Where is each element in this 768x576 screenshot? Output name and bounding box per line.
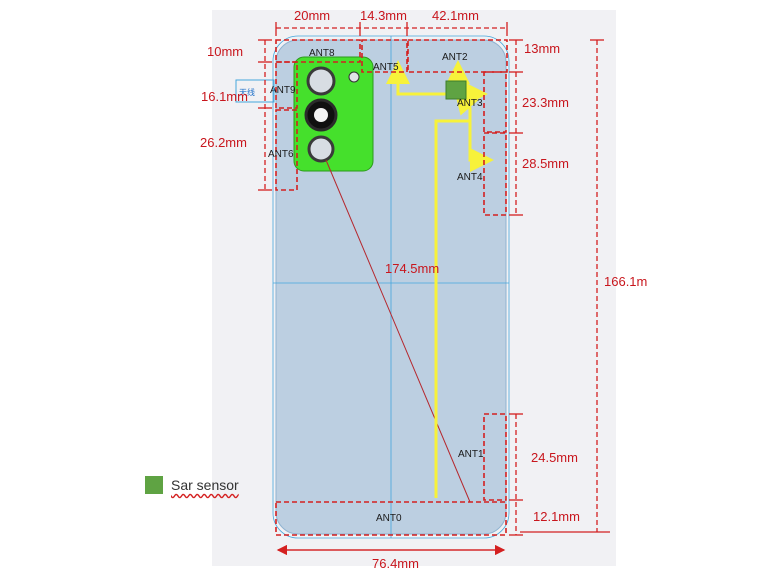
feed-path-ant4 <box>468 121 494 172</box>
dim-left-ant9: 16.1mm <box>201 89 248 104</box>
legend: Sar sensor <box>145 476 239 494</box>
ant2-label: ANT2 <box>442 52 468 63</box>
camera-flash <box>348 71 360 83</box>
dim-top-mid: 14.3mm <box>360 8 407 23</box>
diagonal-line <box>325 159 471 503</box>
ant1-label: ANT1 <box>458 449 484 460</box>
dim-right-ant3: 23.3mm <box>522 95 569 110</box>
ant5-box <box>361 39 408 73</box>
dim-left-ant6: 26.2mm <box>200 135 247 150</box>
ant0-label: ANT0 <box>376 513 402 524</box>
ant9-box <box>275 61 298 109</box>
ant6-label: ANT6 <box>268 149 294 160</box>
dim-right-ant0: 12.1mm <box>533 509 580 524</box>
legend-label: Sar sensor <box>171 477 239 493</box>
sar-sensor <box>445 80 467 100</box>
dim-diagonal: 174.5mm <box>385 261 439 276</box>
dim-left-ant8: 10mm <box>207 44 243 59</box>
dim-top-left: 20mm <box>294 8 330 23</box>
camera-tag-label: 天线 <box>239 87 255 97</box>
ant8-box <box>275 39 361 63</box>
dim-overall-width: 76.4mm <box>372 556 419 571</box>
feed-path-ant5 <box>386 60 458 96</box>
camera-lens-main-inner <box>314 108 328 122</box>
dim-overall-height: 166.1m <box>604 274 647 289</box>
ant5-label: ANT5 <box>373 62 399 73</box>
ant9-label: ANT9 <box>270 85 296 96</box>
ant0-box <box>275 501 507 536</box>
dim-top-right: 42.1mm <box>432 8 479 23</box>
dim-right-ant1: 24.5mm <box>531 450 578 465</box>
ant4-label: ANT4 <box>457 172 483 183</box>
dim-right-ant4: 28.5mm <box>522 156 569 171</box>
camera-lens-top <box>306 66 336 96</box>
camera-tag-box <box>235 79 275 103</box>
ant3-box <box>483 71 507 133</box>
ant2-box <box>407 39 508 73</box>
camera-lens-bottom <box>307 135 335 163</box>
ant1-box <box>483 413 507 501</box>
ant4-box <box>483 132 507 216</box>
dim-right-ant2: 13mm <box>524 41 560 56</box>
ant8-label: ANT8 <box>309 48 335 59</box>
ant6-box <box>275 109 298 191</box>
ant3-label: ANT3 <box>457 98 483 109</box>
sar-sensor-swatch <box>145 476 163 494</box>
